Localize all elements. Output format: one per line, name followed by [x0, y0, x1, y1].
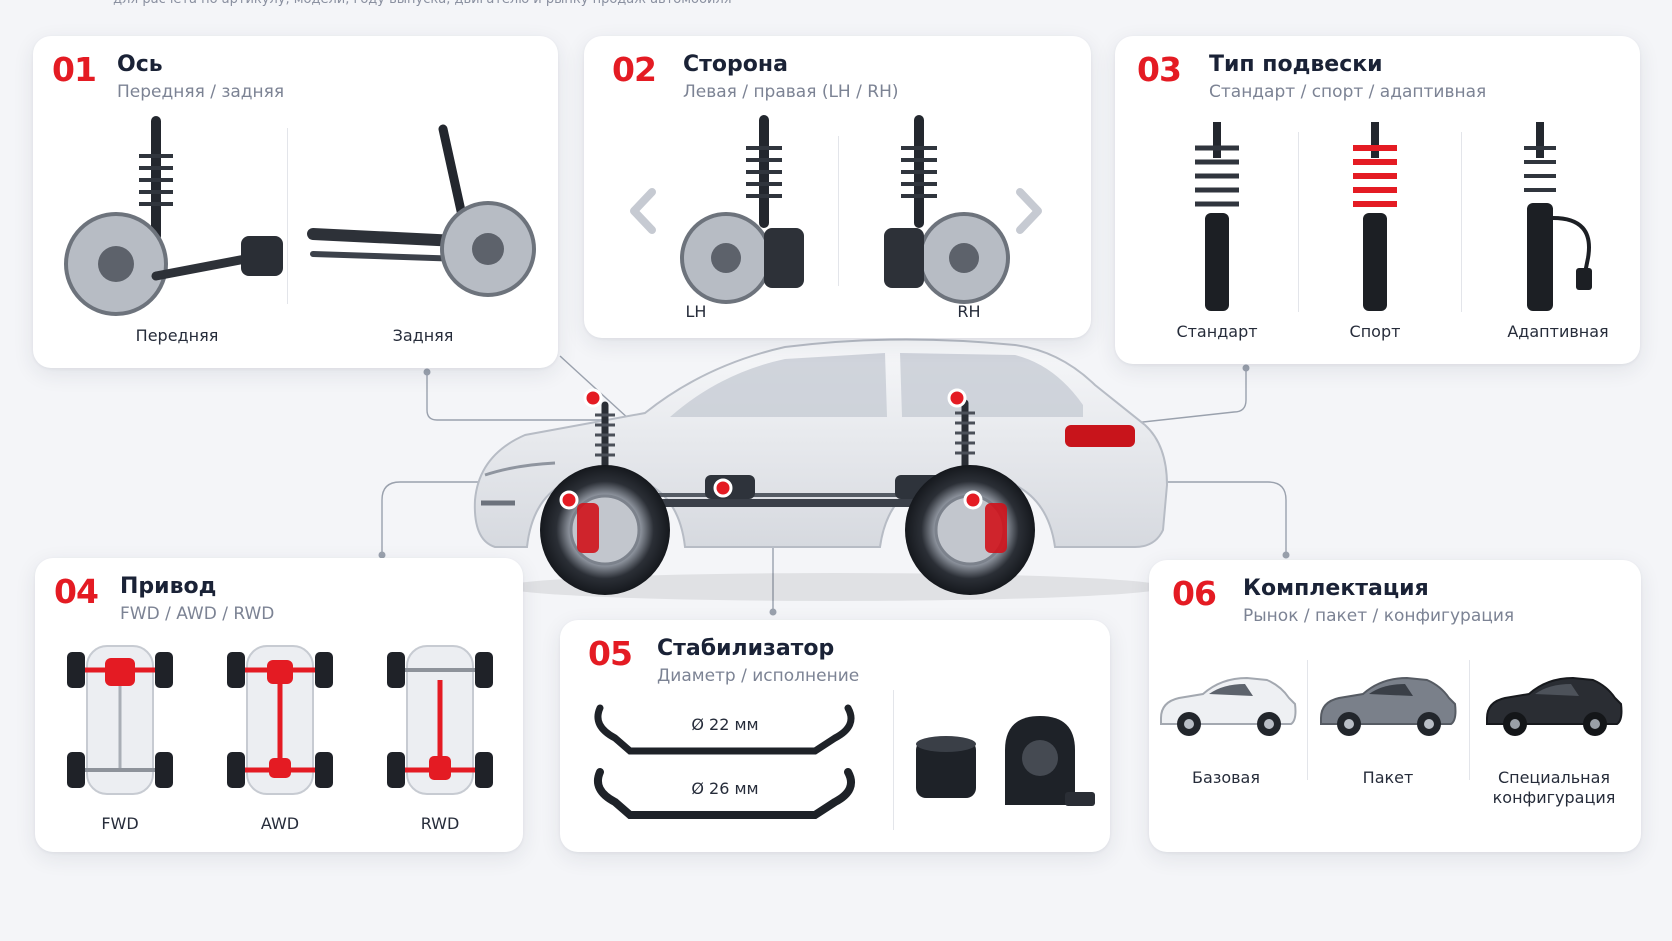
callout-axle-line [426, 372, 620, 421]
option-lh[interactable]: LH [685, 302, 707, 321]
option-standard[interactable]: Стандарт [1176, 322, 1258, 341]
callout-suspension-line [1069, 368, 1247, 431]
card-side-subtitle: Левая / правая (LH / RH) [683, 82, 899, 102]
card-trim-subtitle: Рынок / пакет / конфигурация [1243, 606, 1515, 626]
stabilizer-bushings-image[interactable] [910, 710, 1100, 820]
card-stabilizer-number: 05 [588, 634, 633, 673]
package-trim-car-image[interactable] [1317, 672, 1459, 738]
front-axle-image[interactable] [61, 116, 291, 321]
rh-strut-image[interactable] [874, 115, 1024, 308]
card-side: 02 Сторона Левая / правая (LH / RH) LH R… [584, 36, 1091, 338]
card-stabilizer: 05 Стабилизатор Диаметр / исполнение Ø 2… [560, 620, 1110, 852]
card-stabilizer-subtitle: Диаметр / исполнение [657, 666, 860, 686]
option-special[interactable]: Специальная [1497, 768, 1611, 787]
diameter-22[interactable]: Ø 22 мм [691, 715, 759, 734]
card-stabilizer-divider [893, 690, 894, 830]
card-trim-divider-2 [1469, 660, 1470, 780]
callout-trim-line [1112, 481, 1287, 555]
option-rwd[interactable]: RWD [420, 814, 460, 833]
card-suspension-number: 03 [1137, 50, 1182, 89]
card-axle: 01 Ось Передняя / задняя Передняя Задняя [33, 36, 558, 368]
card-axle-title: Ось [117, 52, 163, 77]
option-rear[interactable]: Задняя [392, 326, 454, 345]
awd-chassis-image[interactable] [225, 640, 335, 800]
card-side-title: Сторона [683, 52, 788, 77]
option-front[interactable]: Передняя [135, 326, 219, 345]
callout-side-line [559, 355, 631, 421]
diameter-26[interactable]: Ø 26 мм [691, 779, 759, 798]
adaptive-shock-image[interactable] [1510, 118, 1600, 318]
chevron-left-icon[interactable] [628, 188, 658, 234]
standard-shock-image[interactable] [1187, 118, 1247, 318]
car-illustration [473, 338, 1169, 601]
option-package[interactable]: Пакет [1362, 768, 1414, 787]
top-caption: — для расчёта по артикулу, модели, году … [96, 0, 1396, 8]
option-special-line2[interactable]: конфигурация [1492, 788, 1616, 807]
card-suspension: 03 Тип подвески Стандарт / спорт / адапт… [1115, 36, 1640, 364]
stabilizer-bars-image[interactable] [590, 696, 860, 826]
option-adaptive[interactable]: Адаптивная [1507, 322, 1609, 341]
option-base[interactable]: Базовая [1192, 768, 1260, 787]
card-suspension-divider-2 [1461, 132, 1462, 312]
callout-drive-line [381, 481, 545, 555]
card-drive-subtitle: FWD / AWD / RWD [120, 604, 275, 624]
option-sport[interactable]: Спорт [1349, 322, 1401, 341]
card-side-number: 02 [612, 50, 657, 89]
option-rh[interactable]: RH [957, 302, 981, 321]
card-drive: 04 Привод FWD / AWD / RWD [35, 558, 523, 852]
base-trim-car-image[interactable] [1157, 672, 1299, 738]
card-suspension-subtitle: Стандарт / спорт / адаптивная [1209, 82, 1487, 102]
special-trim-car-image[interactable] [1479, 672, 1629, 738]
sport-shock-image[interactable] [1345, 118, 1405, 318]
card-drive-number: 04 [54, 572, 99, 611]
card-axle-number: 01 [52, 50, 97, 89]
card-suspension-divider-1 [1298, 132, 1299, 312]
card-stabilizer-title: Стабилизатор [657, 636, 835, 661]
rwd-chassis-image[interactable] [385, 640, 495, 800]
card-axle-divider [287, 128, 288, 304]
lh-strut-image[interactable] [676, 115, 826, 308]
card-axle-subtitle: Передняя / задняя [117, 82, 285, 102]
card-trim-number: 06 [1172, 574, 1217, 613]
card-trim-title: Комплектация [1243, 576, 1429, 601]
card-drive-title: Привод [120, 574, 217, 599]
rear-axle-image[interactable] [307, 124, 536, 304]
card-side-divider [838, 136, 839, 286]
chevron-right-icon[interactable] [1014, 188, 1044, 234]
option-awd[interactable]: AWD [260, 814, 300, 833]
card-trim: 06 Комплектация Рынок / пакет / конфигур… [1149, 560, 1641, 852]
fwd-chassis-image[interactable] [65, 640, 175, 800]
option-fwd[interactable]: FWD [101, 814, 139, 833]
card-trim-divider-1 [1307, 660, 1308, 780]
card-suspension-title: Тип подвески [1209, 52, 1383, 77]
